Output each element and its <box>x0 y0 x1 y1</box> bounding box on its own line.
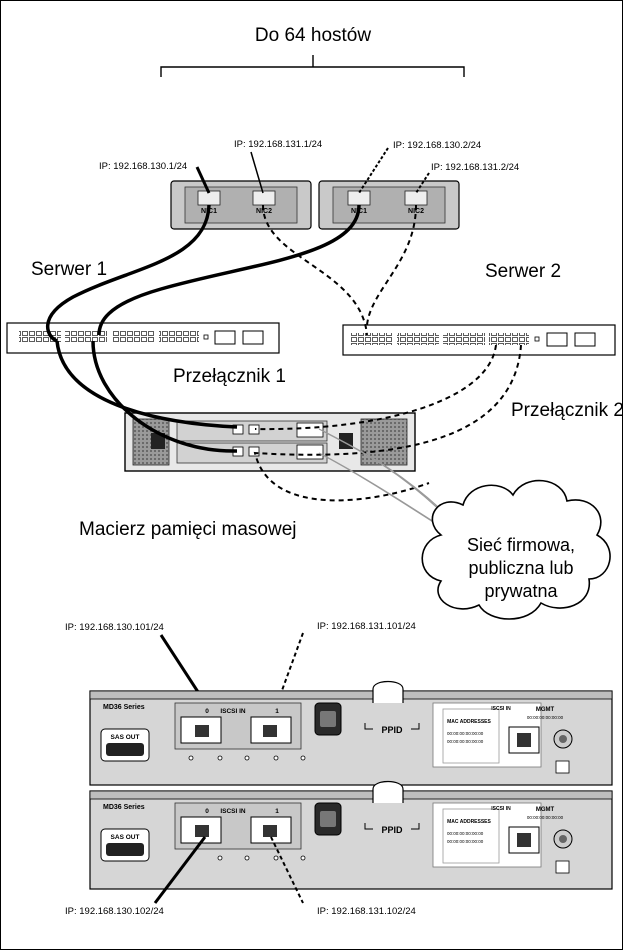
switch-2 <box>342 324 616 356</box>
cables-network-a <box>45 204 361 453</box>
server-2-nic2-label: NIC2 <box>408 208 424 215</box>
server-2-nic1-ip: IP: 192.168.130.2/24 <box>393 140 481 151</box>
controller-bottom-port0-ip: IP: 192.168.130.102/24 <box>65 906 164 917</box>
controller-bottom-mac-1: 00:00:00:00:00:00 <box>447 839 484 844</box>
cables-network-b <box>253 204 522 502</box>
controller-top-mac-addresses: MAC ADDRESSES <box>447 719 491 725</box>
server-1-nic2-ip: IP: 192.168.131.1/24 <box>234 139 322 150</box>
controller-bottom-iscsi-in: ISCSI IN <box>220 808 246 815</box>
server-2-nic1-port <box>347 190 371 206</box>
server-1-label: Serwer 1 <box>31 259 107 280</box>
server-2-nic2-ip: IP: 192.168.131.2/24 <box>431 162 519 173</box>
hosts-label: Do 64 hostów <box>255 25 371 46</box>
server-1-nic2-port <box>252 190 276 206</box>
controller-bottom-ppid: PPID <box>381 825 403 835</box>
controller-top-port1-ip: IP: 192.168.131.101/24 <box>317 621 416 632</box>
controller-top-mgmt: MGMT <box>536 707 555 713</box>
controller-top-iscsi-in-small: ISCSI IN <box>491 706 511 712</box>
controller-top-mac-1: 00:00:00:00:00:00 <box>447 739 484 744</box>
controller-bottom-mac-addresses: MAC ADDRESSES <box>447 819 491 825</box>
cloud-line-3: prywatna <box>484 581 558 601</box>
switch-1-label: Przełącznik 1 <box>173 366 286 387</box>
controller-top-ppid: PPID <box>381 725 403 735</box>
controller-bottom-iscsi-in-small: ISCSI IN <box>491 806 511 812</box>
controller-bottom-mgmt: MGMT <box>536 807 555 813</box>
controller-bottom-mgmt-mac: 00:00:00:00:00:00 <box>527 815 564 820</box>
controller-top-port0-label: 0 <box>205 708 209 715</box>
controller-bottom: MD36 Series SAS OUT ISCSI IN 0 1 PPID IS… <box>89 780 613 890</box>
server-2: NIC1 NIC2 <box>318 180 460 230</box>
switch-2-label: Przełącznik 2 <box>511 400 622 421</box>
server-1-nic1-port <box>197 190 221 206</box>
server-1-nic1-ip: IP: 192.168.130.1/24 <box>99 161 187 172</box>
controller-bottom-series: MD36 Series <box>103 804 145 811</box>
controller-top: MD36 Series SAS OUT ISCSI IN 0 1 PPID IS… <box>89 680 613 786</box>
server-1: NIC1 NIC2 <box>170 180 312 230</box>
controller-top-iscsi-port-1 <box>250 716 292 744</box>
cloud-line-2: publiczna lub <box>468 558 573 578</box>
storage-array <box>124 412 416 472</box>
controller-bottom-port0-label: 0 <box>205 808 209 815</box>
controller-bottom-mac-0: 00:00:00:00:00:00 <box>447 831 484 836</box>
controller-bottom-port1-label: 1 <box>275 808 279 815</box>
controller-top-mac-0: 00:00:00:00:00:00 <box>447 731 484 736</box>
hosts-bracket: Do 64 hostów <box>160 25 465 77</box>
server-1-nic2-label: NIC2 <box>256 208 272 215</box>
storage-label: Macierz pamięci masowej <box>79 519 297 540</box>
controller-top-port1-label: 1 <box>275 708 279 715</box>
controller-bottom-sas-out: SAS OUT <box>111 834 140 841</box>
controller-top-mgmt-mac: 00:00:00:00:00:00 <box>527 715 564 720</box>
controller-bottom-port1-ip: IP: 192.168.131.102/24 <box>317 906 416 917</box>
controller-top-series: MD36 Series <box>103 704 145 711</box>
controller-top-port0-ip: IP: 192.168.130.101/24 <box>65 622 164 633</box>
controller-top-sas-out: SAS OUT <box>111 734 140 741</box>
server-2-nic2-port <box>404 190 428 206</box>
controller-top-iscsi-in: ISCSI IN <box>220 708 246 715</box>
network-cloud: Sieć firmowa, publiczna lub prywatna <box>421 479 611 620</box>
server-2-label: Serwer 2 <box>485 261 561 282</box>
cloud-line-1: Sieć firmowa, <box>467 535 575 555</box>
